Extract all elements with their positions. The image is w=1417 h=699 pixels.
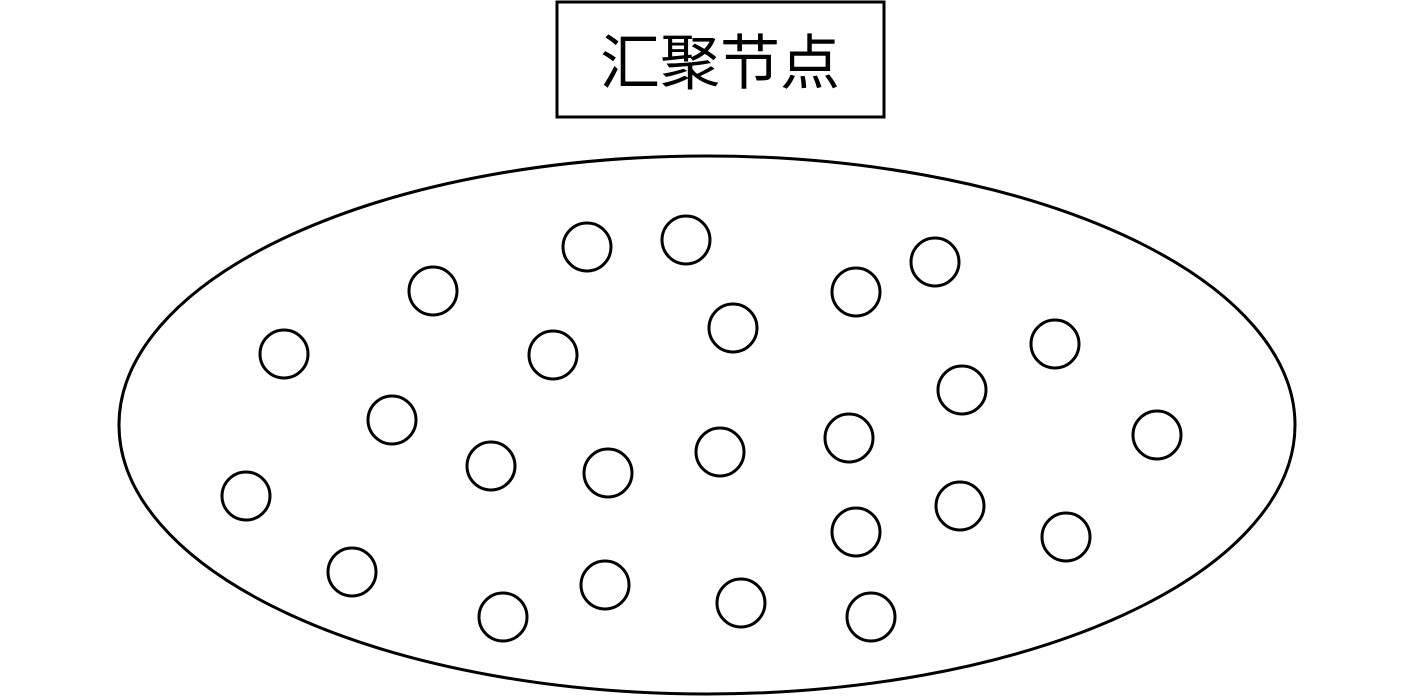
sensor-node (1131, 409, 1183, 461)
sensor-node (936, 364, 988, 416)
sensor-node (715, 577, 767, 629)
sensor-node (823, 412, 875, 464)
sensor-node (465, 440, 517, 492)
sensor-node (527, 329, 579, 381)
sensor-node (220, 470, 272, 522)
sensor-node (830, 506, 882, 558)
sensor-node (707, 302, 759, 354)
sensor-node (582, 447, 634, 499)
sensor-node (258, 328, 310, 380)
sensor-node (407, 265, 459, 317)
sink-node-label: 汇聚节点 (600, 29, 840, 99)
sensor-node (579, 559, 631, 611)
sensor-node (830, 266, 882, 318)
sensor-node (694, 426, 746, 478)
sensor-node (845, 591, 897, 643)
sensor-node (366, 394, 418, 446)
sensor-node (934, 480, 986, 532)
sensor-field (117, 154, 1297, 696)
sensor-node (477, 591, 529, 643)
sensor-node (909, 236, 961, 288)
sensor-node (660, 214, 712, 266)
sensor-node (1029, 318, 1081, 370)
sink-node: 汇聚节点 (555, 0, 886, 119)
sink-node-box (555, 0, 886, 119)
sensor-nodes (220, 214, 1183, 643)
sensor-node (326, 546, 378, 598)
sensor-node (561, 221, 613, 273)
sensor-node (1040, 511, 1092, 563)
